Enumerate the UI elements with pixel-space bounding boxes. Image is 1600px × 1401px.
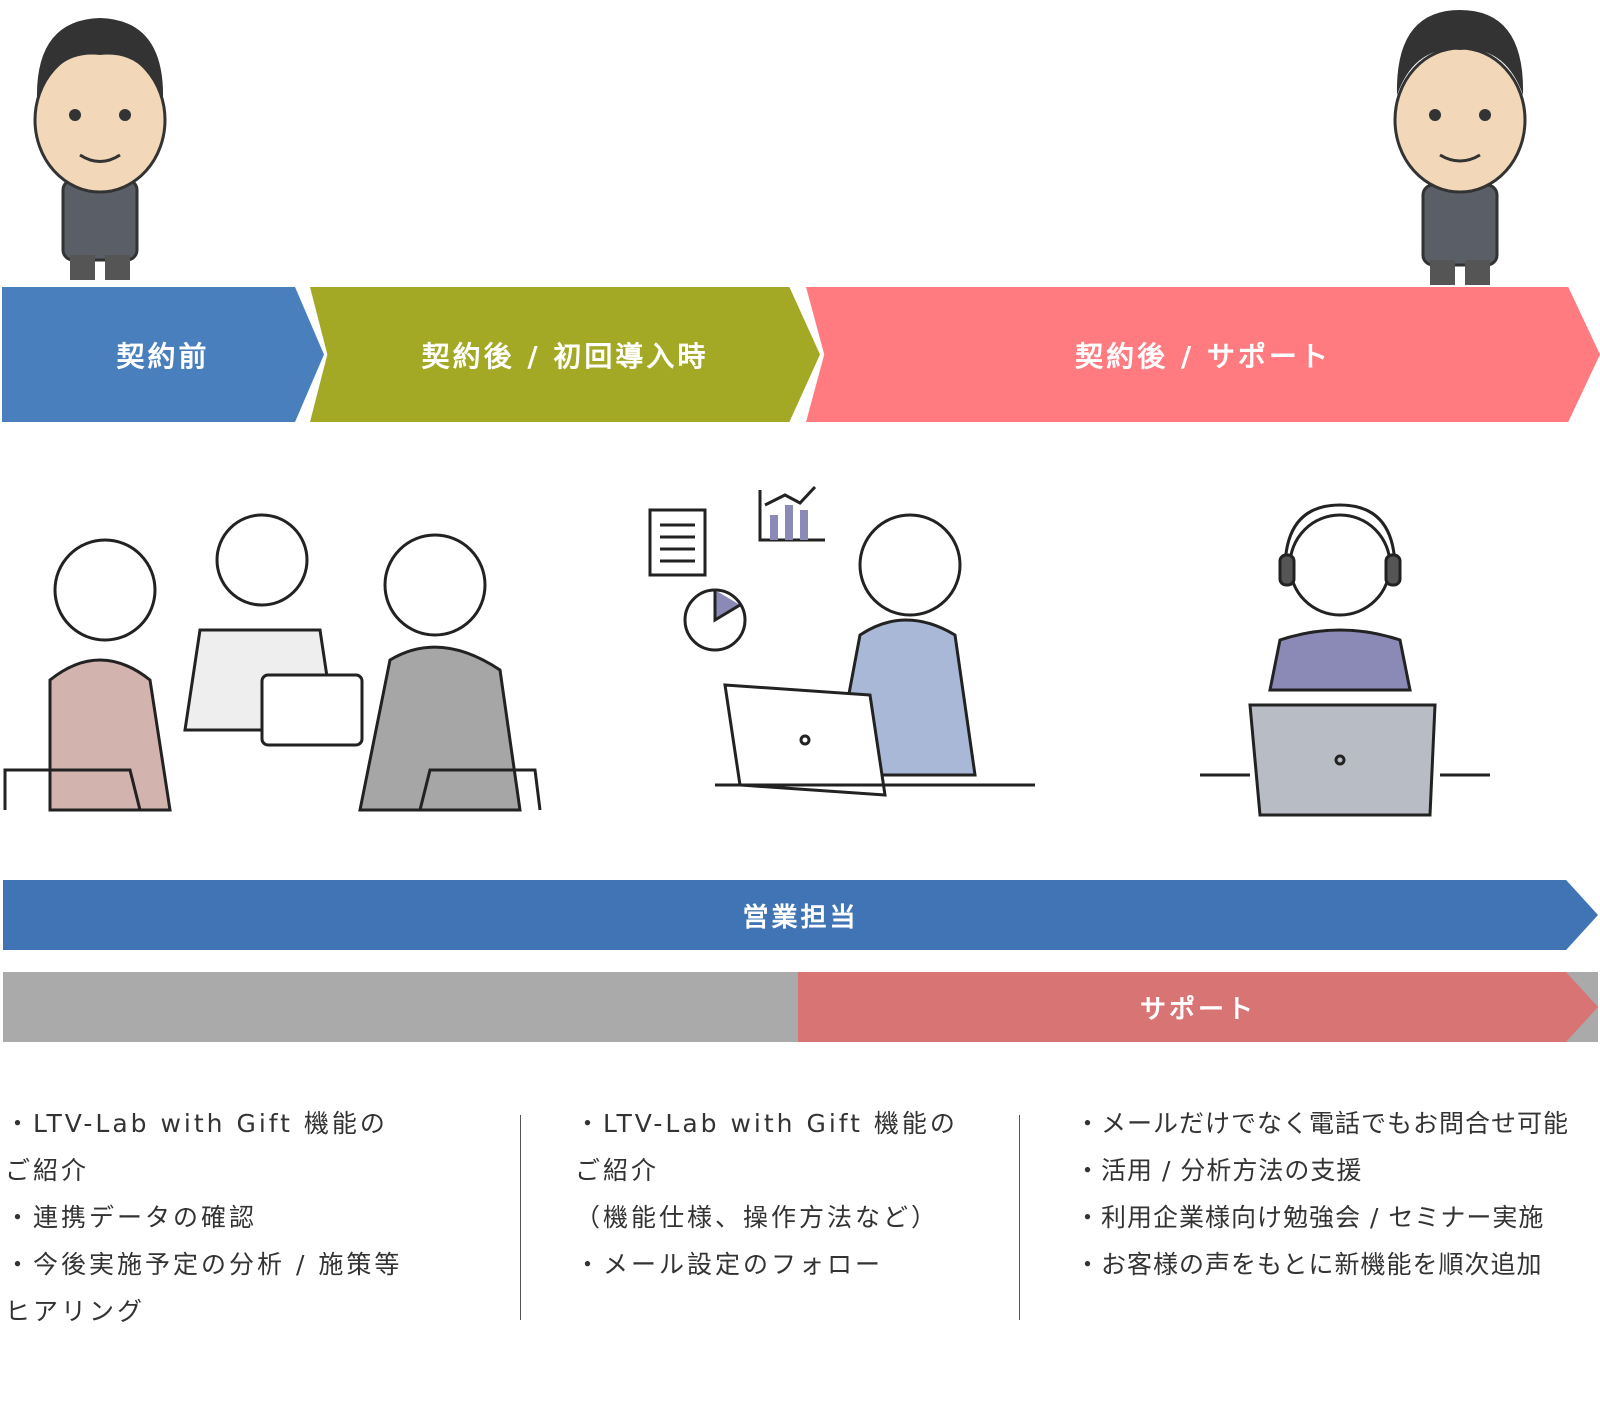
sales-role-label: 営業担当 xyxy=(742,902,859,933)
support-rep-avatar xyxy=(1393,10,1527,285)
phase-label: 契約後 / サポート xyxy=(1075,339,1331,373)
meeting-illustration xyxy=(3,513,542,812)
detail-line: ・連携データの確認 xyxy=(5,1203,258,1232)
detail-line: ・メールだけでなく電話でもお問合せ可能 xyxy=(1075,1109,1570,1138)
phase-after-contract-support: 契約後 / サポート xyxy=(806,287,1600,422)
column-divider xyxy=(520,1115,521,1320)
onboarding-illustration xyxy=(648,485,1035,797)
detail-line: ・活用 / 分析方法の支援 xyxy=(1075,1156,1363,1185)
detail-line: ・LTV-Lab with Gift 機能の xyxy=(575,1109,958,1138)
detail-line: ヒアリング xyxy=(5,1297,146,1326)
onboarding-details: ・LTV-Lab with Gift 機能の ご紹介 （機能仕様、操作方法など）… xyxy=(575,1100,958,1288)
column-divider xyxy=(1019,1115,1020,1320)
detail-line: ご紹介 xyxy=(5,1156,90,1185)
detail-line: ・今後実施予定の分析 / 施策等 xyxy=(5,1250,403,1279)
phase-before-contract: 契約前 xyxy=(2,287,324,422)
sales-role-bar: 営業担当 xyxy=(3,880,1598,950)
support-role-label: サポート xyxy=(1139,994,1256,1025)
detail-line: ・メール設定のフォロー xyxy=(575,1250,884,1279)
detail-line: ・LTV-Lab with Gift 機能の xyxy=(5,1109,388,1138)
phase-label: 契約前 xyxy=(116,339,210,373)
detail-line: （機能仕様、操作方法など） xyxy=(575,1203,940,1232)
detail-line: ・利用企業様向け勉強会 / セミナー実施 xyxy=(1075,1203,1545,1232)
sales-rep-avatar xyxy=(33,18,167,280)
phase-initial-onboarding: 契約後 / 初回導入時 xyxy=(310,287,820,422)
detail-line: ご紹介 xyxy=(575,1156,660,1185)
phase-label: 契約後 / 初回導入時 xyxy=(421,339,709,373)
before-contract-details: ・LTV-Lab with Gift 機能の ご紹介 ・連携データの確認 ・今後… xyxy=(5,1100,402,1335)
support-role-segment: サポート xyxy=(798,972,1598,1042)
call-center-illustration xyxy=(1200,503,1490,817)
support-details: ・メールだけでなく電話でもお問合せ可能 ・活用 / 分析方法の支援 ・利用企業様… xyxy=(1075,1100,1569,1288)
detail-line: ・お客様の声をもとに新機能を順次追加 xyxy=(1075,1250,1543,1279)
support-role-bar: サポート xyxy=(3,972,1598,1042)
